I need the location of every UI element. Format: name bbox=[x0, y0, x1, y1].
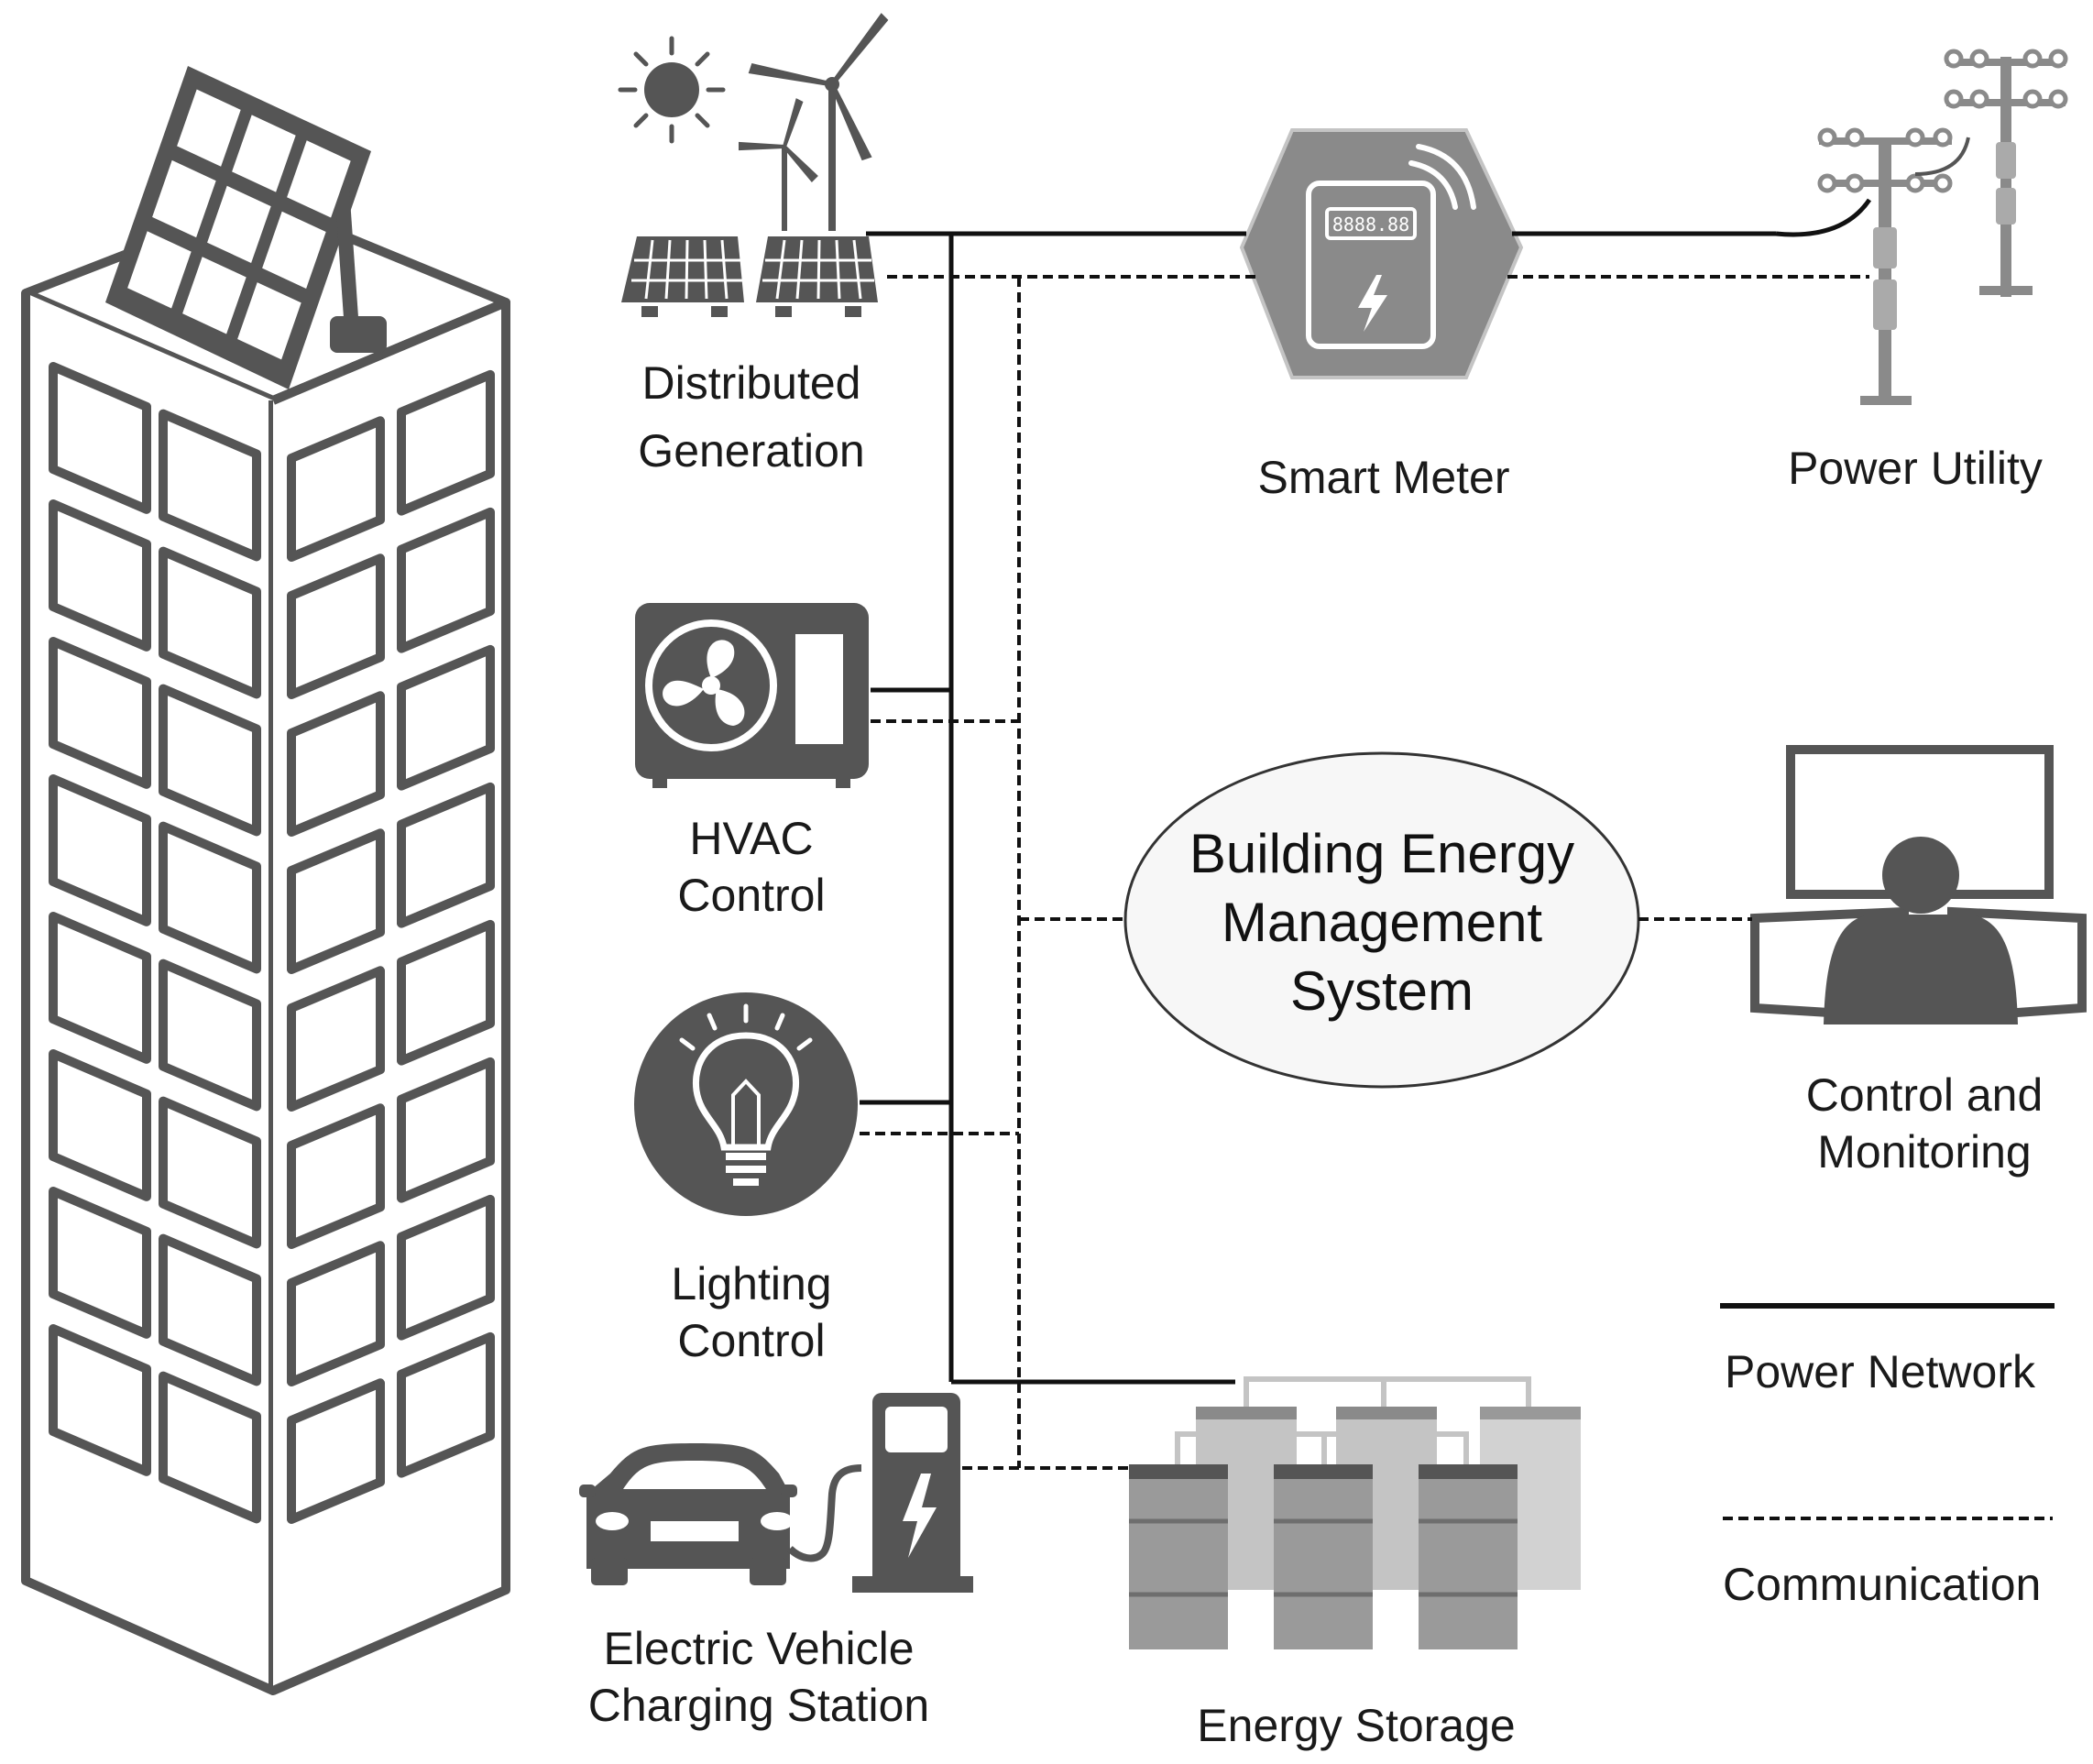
power-network-lines bbox=[860, 198, 1872, 1385]
smart-meter-icon: 8888.88 bbox=[1239, 128, 1524, 379]
building-window bbox=[159, 684, 261, 837]
building-window bbox=[397, 369, 495, 516]
building-window bbox=[159, 959, 261, 1112]
building-window bbox=[49, 1049, 151, 1201]
battery-rack-icon bbox=[1129, 1376, 1581, 1649]
building-window bbox=[287, 553, 385, 699]
building-window bbox=[287, 691, 385, 837]
communication-lines bbox=[860, 275, 1869, 1470]
building-window bbox=[287, 1103, 385, 1249]
building-window bbox=[49, 499, 151, 652]
building-window bbox=[397, 1194, 495, 1341]
building-window bbox=[49, 1324, 151, 1476]
ev-car-icon bbox=[579, 1443, 797, 1585]
ground-solar-panels-icon bbox=[621, 236, 878, 317]
building-window bbox=[287, 1241, 385, 1386]
charging-station-icon bbox=[787, 1393, 973, 1593]
legend-power-network-label: Power Network bbox=[1725, 1346, 2035, 1397]
building-window bbox=[159, 1371, 261, 1524]
building-window bbox=[287, 966, 385, 1112]
building-window bbox=[397, 1057, 495, 1203]
solar-panel-icon bbox=[105, 66, 387, 389]
solar-cell bbox=[182, 257, 247, 334]
solar-cell bbox=[127, 231, 192, 309]
label-hvac-control: HVAC Control bbox=[677, 813, 826, 921]
label-lighting-control: Lighting Control bbox=[671, 1258, 832, 1366]
svg-text:8888.88: 8888.88 bbox=[1332, 214, 1409, 236]
building-window bbox=[397, 507, 495, 653]
building-window bbox=[397, 919, 495, 1066]
solar-cell bbox=[177, 89, 241, 167]
building-window bbox=[49, 774, 151, 926]
lightbulb-icon bbox=[634, 992, 858, 1216]
wind-turbine-icon bbox=[739, 13, 889, 231]
label-distributed-generation: Distributed Generation bbox=[638, 357, 865, 477]
building-icon bbox=[21, 197, 510, 1695]
legend-communication-label: Communication bbox=[1723, 1559, 2042, 1610]
building-window bbox=[159, 821, 261, 974]
operator-monitor-icon bbox=[1750, 745, 2087, 1024]
label-control-monitoring: Control and Monitoring bbox=[1805, 1069, 2044, 1178]
building-window bbox=[287, 1378, 385, 1524]
solar-cell bbox=[262, 211, 326, 289]
solar-cell bbox=[237, 282, 301, 360]
hvac-unit-icon bbox=[635, 603, 869, 788]
building-window bbox=[397, 1331, 495, 1478]
building-window bbox=[159, 546, 261, 699]
building-window bbox=[287, 828, 385, 974]
building-window bbox=[49, 362, 151, 514]
building-window bbox=[397, 644, 495, 791]
power-pole-icon bbox=[1817, 49, 2068, 405]
building-window bbox=[159, 1096, 261, 1249]
sun-icon bbox=[618, 36, 726, 144]
building-window bbox=[159, 409, 261, 562]
label-smart-meter: Smart Meter bbox=[1257, 452, 1510, 503]
building-window bbox=[49, 1187, 151, 1339]
solar-cell bbox=[152, 159, 216, 238]
solar-cell bbox=[232, 115, 296, 192]
building-window bbox=[49, 637, 151, 789]
building-window bbox=[49, 912, 151, 1064]
building-window bbox=[397, 782, 495, 928]
label-power-utility: Power Utility bbox=[1788, 443, 2043, 494]
building-window bbox=[159, 1233, 261, 1386]
label-bems: Building Energy Management System bbox=[1189, 823, 1575, 1022]
solar-cell bbox=[287, 140, 351, 218]
label-energy-storage: Energy Storage bbox=[1197, 1700, 1516, 1751]
label-ev-charging: Electric Vehicle Charging Station bbox=[587, 1623, 930, 1731]
building-window bbox=[287, 416, 385, 562]
solar-cell bbox=[207, 185, 271, 264]
